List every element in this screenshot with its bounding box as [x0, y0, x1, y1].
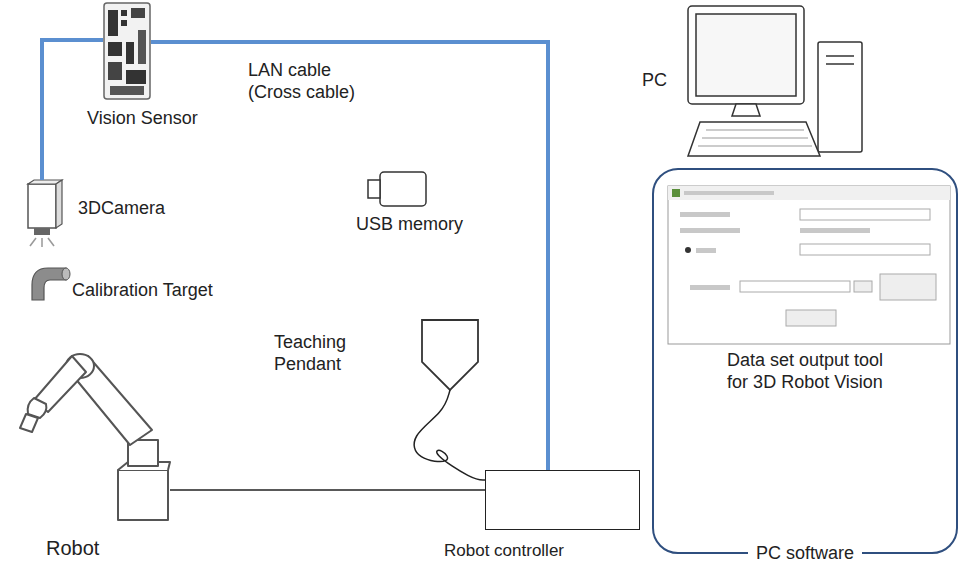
usb-memory-figure: [368, 172, 426, 206]
vision-sensor: Vision Sensor: [103, 2, 151, 100]
cable: [414, 390, 485, 480]
software-screenshot: [668, 186, 950, 344]
pc-figure: [688, 6, 862, 156]
camera-figure: [28, 180, 62, 247]
teaching-pendant-figure: [422, 320, 478, 390]
robot: Robot: [18, 340, 170, 522]
device-label: Vision Sensor: [87, 108, 198, 130]
camera: 3DCamera: [26, 180, 64, 248]
robot-controller: Robot controller: [485, 470, 640, 530]
calibration-target-figure: [32, 268, 70, 300]
software-region: Data set output tool for 3D Robot Vision…: [652, 168, 958, 554]
part-label: Calibration Target: [72, 280, 213, 302]
device-label: 3DCamera: [78, 198, 165, 220]
teaching-pendant: Teaching Pendant: [420, 318, 480, 392]
lan-cable: [151, 42, 548, 470]
cable-label: LAN cable (Cross cable): [248, 60, 374, 103]
part-label: PC: [642, 70, 667, 92]
cable: [170, 489, 485, 491]
device-label: Robot controller: [444, 541, 564, 561]
device-label: Teaching Pendant: [274, 332, 366, 375]
device-label: Data set output tool for 3D Robot Vision: [714, 350, 896, 393]
part-label: USB memory: [356, 214, 463, 236]
region-label: PC software: [748, 543, 862, 565]
vision-sensor-figure: [104, 3, 150, 99]
robot-figure: [20, 354, 170, 520]
device-label: Robot: [46, 536, 99, 560]
